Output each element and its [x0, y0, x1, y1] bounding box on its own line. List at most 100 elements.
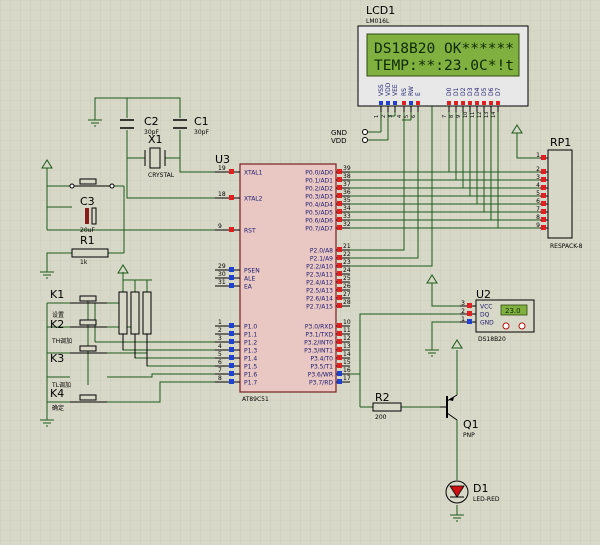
respack-pin-number: 4	[536, 182, 540, 189]
lcd-pin-name: D7	[495, 87, 502, 96]
capacitor-c3[interactable]: C3 20uF	[80, 195, 97, 234]
sensor-ref: U2	[476, 288, 491, 301]
mcu-pin-number: 13	[343, 343, 351, 350]
mcu-pin-name: P3.5/T1	[310, 364, 333, 371]
pin-state-marker	[409, 101, 413, 105]
pin-state-marker	[541, 209, 546, 214]
mcu-pin-name: P2.2/A10	[306, 264, 333, 271]
pin-state-marker	[337, 379, 342, 384]
pin-state-marker	[229, 323, 234, 328]
pin-state-marker	[337, 331, 342, 336]
key-k3[interactable]: K3 TL调加	[50, 345, 107, 389]
mcu-pin-number: 30	[218, 271, 226, 278]
respack-body	[547, 149, 573, 239]
pullup-resistors[interactable]	[118, 291, 152, 366]
mcu-pin-number: 31	[218, 279, 226, 286]
mcu-pin-name: P1.4	[244, 356, 257, 363]
lcd-pin-number: 4	[397, 115, 403, 118]
mcu-pin-name: XTAL1	[244, 170, 263, 177]
pin-state-marker	[229, 267, 234, 272]
pin-state-marker	[393, 101, 397, 105]
sensor-button-minus[interactable]	[502, 322, 510, 330]
power-terminals: GND VDD	[331, 129, 368, 145]
key-k2[interactable]: K2 TH调加	[50, 318, 107, 345]
led-d1[interactable]: D1 LED-RED	[445, 480, 500, 504]
mcu-chip[interactable]: U3 19XTAL118XTAL29RST29PSEN30ALE31EA1P1.…	[215, 153, 351, 403]
pin-state-marker	[229, 227, 234, 232]
transistor-q1[interactable]: Q1 PNP	[440, 394, 479, 439]
respack-part: RESPACK-8	[550, 243, 583, 250]
respack-ref: RP1	[550, 136, 571, 149]
pin-state-marker	[337, 279, 342, 284]
resistor-r1[interactable]: R1 1k	[71, 234, 109, 266]
pin-state-marker	[386, 101, 390, 105]
pin-state-marker	[416, 101, 420, 105]
lcd-pin-number: 9	[456, 115, 462, 118]
lcd-pin-name: D2	[460, 87, 467, 96]
lcd-pin-number: 10	[463, 112, 469, 118]
lcd-pin-name: D1	[453, 87, 460, 96]
mcu-pin-name: P1.3	[244, 348, 257, 355]
key-k1[interactable]: K1 设置	[50, 288, 107, 319]
pin-state-marker	[337, 339, 342, 344]
mcu-part: AT89C51	[242, 396, 269, 403]
mcu-pin-name: P3.6/WR	[308, 372, 333, 379]
pin-state-marker	[337, 295, 342, 300]
pin-state-marker	[468, 101, 472, 105]
pin-state-marker	[337, 323, 342, 328]
pin-state-marker	[467, 319, 472, 324]
k1-label: 设置	[52, 311, 64, 319]
mcu-pin-number: 21	[343, 243, 351, 250]
mcu-pin-name: P3.7/RD	[309, 380, 333, 387]
mcu-pin-number: 6	[218, 359, 222, 366]
pin-state-marker	[337, 287, 342, 292]
mcu-pin-name: P0.7/AD7	[305, 226, 333, 233]
crystal-x1[interactable]: X1 CRYSTAL	[144, 133, 175, 179]
mcu-pin-number: 34	[343, 205, 351, 212]
key-k4[interactable]: K4 确定	[50, 387, 107, 412]
mcu-pin-number: 5	[218, 351, 222, 358]
resistor-r2[interactable]: R2 200	[372, 391, 402, 421]
capacitor-c1[interactable]: C1 30pF	[173, 115, 209, 136]
pin-state-marker	[337, 355, 342, 360]
reset-switch[interactable]	[69, 178, 115, 189]
mcu-pin-number: 28	[343, 299, 351, 306]
pin-state-marker	[229, 275, 234, 280]
sensor-display	[500, 304, 528, 316]
vdd-terminal-label: VDD	[331, 137, 347, 145]
sensor-button-plus[interactable]	[518, 322, 526, 330]
mcu-pin-name: P2.5/A13	[306, 288, 333, 295]
respack-pin-number: 3	[536, 174, 540, 181]
mcu-pin-name: P1.6	[244, 372, 257, 379]
lcd-pin-number: 12	[477, 112, 483, 118]
pin-state-marker	[496, 101, 500, 105]
lcd-module[interactable]: LCD1 LM016L DS18B20 OK****** TEMP:**:23.…	[357, 4, 529, 118]
sensor-pin-number: 3	[461, 300, 465, 307]
pin-state-marker	[229, 379, 234, 384]
gnd-terminal-label: GND	[331, 129, 347, 137]
mcu-body	[239, 163, 337, 393]
mcu-pin-number: 27	[343, 291, 351, 298]
mcu-pin-number: 25	[343, 275, 351, 282]
mcu-pin-name: P2.0/A8	[310, 248, 333, 255]
pin-state-marker	[467, 311, 472, 316]
pin-state-marker	[229, 283, 234, 288]
respack-pin-number: 7	[536, 206, 540, 213]
mcu-pin-name: EA	[244, 284, 253, 291]
lcd-part: LM016L	[366, 18, 390, 25]
k4-ref: K4	[50, 387, 64, 400]
mcu-pin-name: P2.6/A14	[306, 296, 333, 303]
mcu-pin-name: RST	[244, 228, 256, 235]
pin-state-marker	[337, 217, 342, 222]
pin-state-marker	[337, 193, 342, 198]
capacitor-c2[interactable]: C2 30pF	[120, 115, 159, 136]
mcu-pin-name: P1.2	[244, 340, 257, 347]
pin-state-marker	[541, 193, 546, 198]
mcu-pin-number: 23	[343, 259, 351, 266]
lcd-pin-number: 14	[491, 112, 497, 118]
sensor-part: DS18B20	[478, 336, 506, 343]
